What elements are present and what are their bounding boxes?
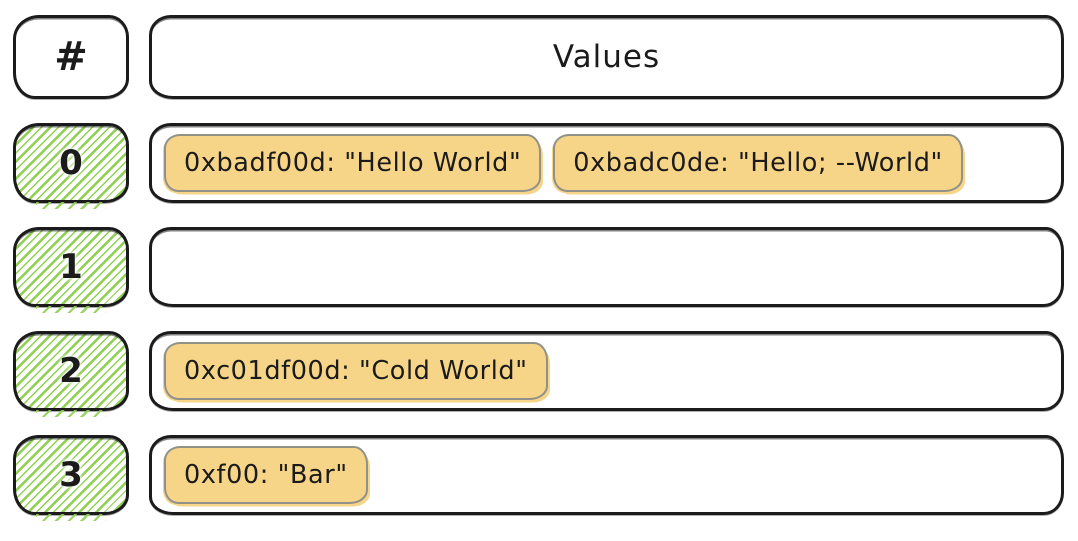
index-cell: 0 <box>13 123 129 209</box>
header-values-cell: Values <box>149 15 1064 99</box>
table-header-row: # Values <box>13 15 1064 99</box>
bucket-row: 0 0xbadf00d: "Hello World"0xbadc0de: "He… <box>13 123 1064 209</box>
header-index-label: # <box>54 34 88 80</box>
values-cell: 0xbadf00d: "Hello World"0xbadc0de: "Hell… <box>149 123 1064 203</box>
index-cell: 1 <box>13 227 129 313</box>
values-cell: 0xc01df00d: "Cold World" <box>149 331 1064 411</box>
values-cell <box>149 227 1064 307</box>
header-values-label: Values <box>552 39 661 75</box>
bucket-row: 3 0xf00: "Bar" <box>13 435 1064 521</box>
index-cell: 3 <box>13 435 129 521</box>
value-entry: 0xc01df00d: "Cold World" <box>164 342 548 400</box>
value-entry: 0xf00: "Bar" <box>164 446 368 504</box>
index-label: 3 <box>59 455 83 495</box>
index-label: 0 <box>59 143 83 183</box>
values-cell: 0xf00: "Bar" <box>149 435 1064 515</box>
value-entry: 0xbadf00d: "Hello World" <box>164 134 542 192</box>
value-entry: 0xbadc0de: "Hello; --World" <box>553 134 963 192</box>
index-label: 1 <box>59 247 83 287</box>
bucket-row: 2 0xc01df00d: "Cold World" <box>13 331 1064 417</box>
bucket-row: 1 <box>13 227 1064 313</box>
header-index-cell: # <box>13 15 129 99</box>
index-label: 2 <box>59 351 83 391</box>
hash-table: # Values 0 0xbadf00d: "Hello World"0xbad… <box>13 15 1064 528</box>
index-cell: 2 <box>13 331 129 417</box>
